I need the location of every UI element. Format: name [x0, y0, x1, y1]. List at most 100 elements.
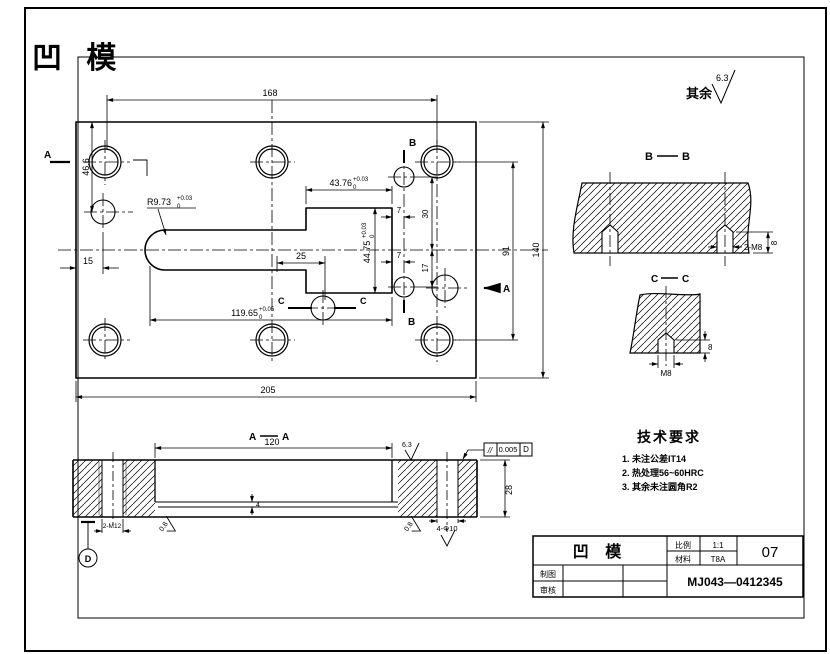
- dim-7-upper: 7: [397, 206, 402, 215]
- bb-label-left: B: [645, 151, 653, 163]
- section-bb-view: B B 8 2-M8: [572, 151, 779, 266]
- aa-roughness-top-value: 6.3: [402, 442, 412, 449]
- dim-25: 25: [296, 251, 306, 261]
- checked-by-label: 审核: [540, 585, 556, 595]
- dim-44-75-tol-sub: 0: [370, 234, 376, 238]
- aa-fcf: // 0.005 D: [462, 442, 533, 460]
- dim-30: 30: [421, 209, 430, 218]
- roughness-icon: [404, 442, 420, 461]
- drawn-by-label: 制图: [540, 569, 556, 579]
- tech-req-item-3: 3. 其余未注圆角R2: [622, 481, 698, 492]
- dim-radius-tol-sub: 0: [177, 204, 181, 210]
- tech-req-title: 技术要求: [637, 429, 701, 445]
- roughness-icon: [410, 515, 422, 532]
- roughness-icon: [711, 69, 736, 105]
- aa-outline: [72, 459, 478, 518]
- dim-15: 15: [83, 256, 93, 266]
- roughness-icon: [440, 529, 456, 547]
- bb-hole-note: 2-M8: [744, 243, 763, 252]
- hole: [420, 323, 454, 357]
- dim-46-6: 46.6: [81, 158, 91, 176]
- roughness-icon: [165, 515, 177, 532]
- dimension-lines: [60, 95, 549, 402]
- hole: [88, 323, 122, 357]
- inner-frame: [77, 56, 805, 619]
- aa-hole-note-right: 4-Φ10: [437, 524, 458, 533]
- aa-roughness-left: 0.8: [158, 515, 177, 533]
- dim-radius-tol-sup: +0.03: [177, 196, 193, 202]
- centerlines: [58, 100, 548, 364]
- aa-datum-flag: D: [78, 520, 98, 568]
- dim-205: 205: [260, 385, 275, 395]
- scale-value: 1:1: [712, 541, 724, 550]
- hole: [431, 274, 459, 302]
- dim-radius: R9.73: [147, 197, 171, 207]
- hole: [88, 145, 122, 179]
- aa-dim-120: 120: [264, 437, 279, 447]
- dim-44-75-tol-sup: +0.03: [362, 222, 368, 238]
- dim-140: 140: [531, 242, 541, 257]
- aa-dim-28: 28: [504, 485, 514, 495]
- fcf-datum: D: [523, 445, 529, 454]
- fcf-tolerance: 0.005: [499, 445, 518, 454]
- section-c-right-label: C: [360, 296, 367, 306]
- main-view: 168 46.6 15 R9.73 +0.03 0 43.76 +0.03 0 …: [44, 88, 549, 402]
- section-a-left-label: A: [44, 150, 51, 161]
- cc-hole-note: M8: [660, 369, 672, 378]
- corner-mark: [133, 159, 148, 176]
- aa-hatch: [73, 460, 477, 517]
- hole: [393, 276, 415, 298]
- dim-119-65: 119.65: [231, 308, 258, 318]
- title-block: 凹 模 比例 1:1 材料 T8A 07 制图 审核 MJ043—0412345: [532, 535, 804, 598]
- dim-44-75: 44.75: [362, 241, 372, 264]
- fcf-symbol: //: [487, 446, 493, 455]
- dim-43-76-tol-sub: 0: [353, 185, 357, 191]
- bb-label-right: B: [682, 151, 690, 163]
- tech-req-item-1: 1. 未注公差IT14: [622, 453, 686, 464]
- outer-border: [24, 7, 827, 652]
- aa-roughness-left-value: 0.8: [158, 521, 169, 533]
- material-value: T8A: [711, 555, 726, 564]
- aa-roughness-right-value: 0.8: [403, 521, 414, 533]
- section-a-right-label: A: [503, 284, 510, 295]
- section-cc-view: C C 8 M8: [629, 274, 713, 378]
- part-name: 凹 模: [573, 542, 627, 561]
- section-b-lower-label: B: [408, 317, 415, 328]
- dim-7-lower: 7: [397, 251, 402, 260]
- tech-req-item-2: 2. 热处理56~60HRC: [622, 467, 704, 478]
- bb-dim-8: 8: [770, 240, 779, 245]
- dim-119-65-tol-sub: 0: [259, 315, 263, 321]
- dim-43-76-tol-sup: +0.03: [353, 177, 369, 183]
- remainder-roughness: 其余 6.3: [686, 69, 736, 105]
- cc-label-left: C: [651, 274, 658, 285]
- sheet-number: 07: [762, 544, 779, 561]
- tech-requirements: 技术要求 1. 未注公差IT14 2. 热处理56~60HRC 3. 其余未注圆…: [622, 429, 704, 492]
- dim-43-76: 43.76: [329, 178, 352, 188]
- scale-label: 比例: [675, 540, 691, 550]
- drawing-number: MJ043—0412345: [687, 575, 783, 589]
- section-c-left-label: C: [278, 296, 285, 306]
- remainder-label: 其余: [686, 86, 713, 101]
- die-aperture-profile: [144, 207, 393, 294]
- section-b-upper-label: B: [409, 138, 416, 149]
- dim-119-65-tol-sup: +0.05: [259, 307, 275, 313]
- hole: [393, 166, 415, 188]
- remainder-value: 6.3: [716, 73, 729, 83]
- cc-label-right: C: [682, 274, 689, 285]
- material-label: 材料: [675, 554, 691, 564]
- aa-label-right: A: [282, 432, 289, 443]
- hole: [420, 145, 454, 179]
- page-title: 凹 模: [32, 42, 124, 75]
- hole: [255, 145, 289, 179]
- cc-dim-8: 8: [708, 343, 713, 352]
- aa-dim-step: 4: [256, 502, 260, 509]
- aa-datum-label: D: [85, 554, 92, 564]
- aa-roughness-right: 0.8: [403, 515, 422, 533]
- aa-hole-note-left: 2-M12: [103, 523, 122, 530]
- aa-label-left: A: [249, 432, 256, 443]
- dim-17: 17: [421, 263, 430, 272]
- hole: [255, 323, 289, 357]
- dim-168: 168: [262, 88, 277, 98]
